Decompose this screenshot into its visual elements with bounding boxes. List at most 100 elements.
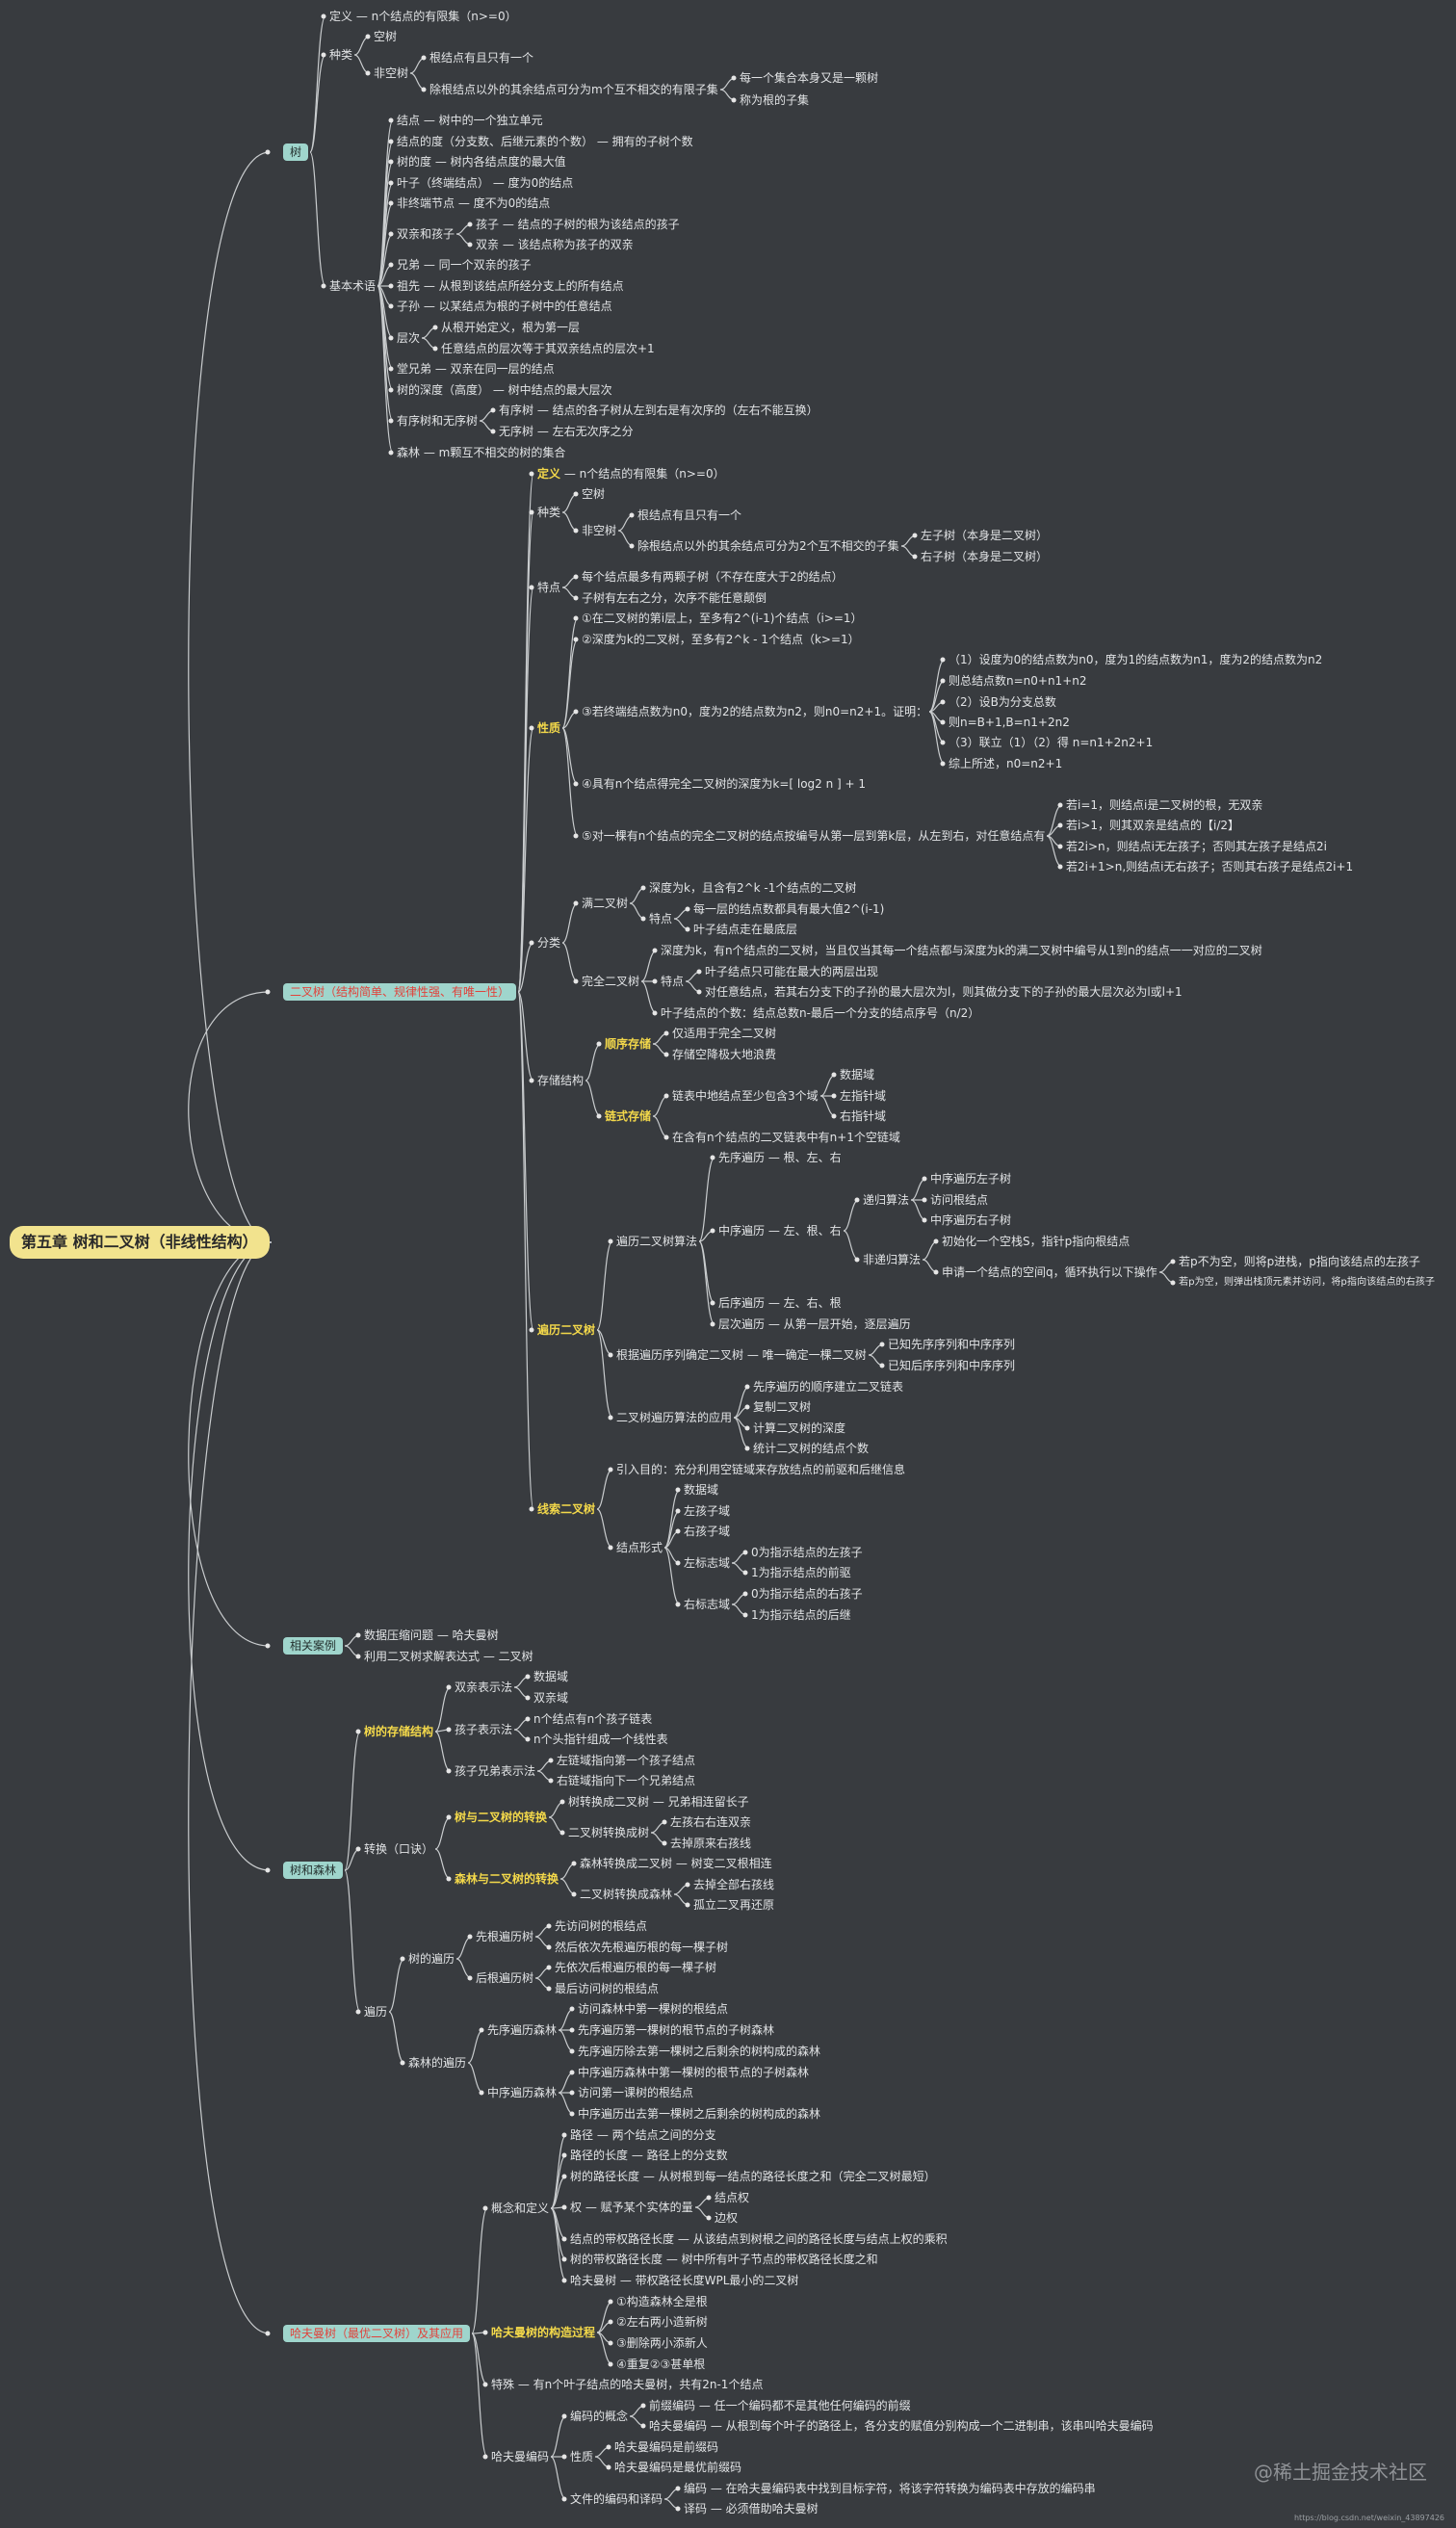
mindmap-node-d4: 前缀编码 — 任一个编码都不是其他任何编码的前缀 bbox=[649, 2398, 911, 2413]
node-label: 访问第一课树的根结点 bbox=[578, 2086, 694, 2099]
node-label: 有序树 — 结点的各子树从左到右是有次序的（左右不能互换） bbox=[499, 404, 819, 417]
node-bullet bbox=[606, 2444, 611, 2450]
connector-line bbox=[561, 639, 579, 729]
node-bullet bbox=[561, 2236, 567, 2242]
node-bullet bbox=[355, 1846, 361, 1852]
mindmap-node-d3: 路径的长度 — 路径上的分支数 bbox=[570, 2148, 728, 2163]
node-label: 访问森林中第一棵树的根结点 bbox=[578, 2002, 729, 2016]
node-label: 子树有左右之分，次序不能任意颠倒 bbox=[582, 591, 767, 605]
node-label: ③若终端结点数为n0，度为2的结点数为n2，则n0=n2+1。证明： bbox=[582, 705, 928, 718]
node-label: 从根开始定义，根为第一层 bbox=[441, 321, 581, 334]
mindmap-node-d5: 访问第一课树的根结点 bbox=[578, 2085, 693, 2100]
mindmap-node-d4: 左链域指向第一个孩子结点 bbox=[557, 1753, 695, 1768]
mindmap-node-d6: 申请一个结点的空间q，循环执行以下操作 bbox=[942, 1264, 1157, 1280]
node-label: 左子树（本身是二叉树） bbox=[921, 529, 1049, 542]
node-bullet bbox=[640, 916, 646, 922]
mindmap-node-d4: 中序遍历森林 bbox=[487, 2085, 557, 2100]
node-bullet bbox=[742, 1612, 748, 1618]
node-bullet bbox=[561, 2496, 567, 2502]
mindmap-node-d4: 若i>1，则其双亲是结点的【i/2】 bbox=[1066, 818, 1239, 833]
node-label: 相关案例 bbox=[290, 1639, 337, 1653]
mindmap-node-d4: 特点 bbox=[661, 974, 684, 989]
node-label: n个结点有n个孩子链表 bbox=[533, 1712, 653, 1726]
node-bullet bbox=[546, 1965, 552, 1970]
mindmap-node-d4: 孩子 — 结点的子树的根为该结点的孩子 bbox=[476, 217, 680, 232]
node-bullet bbox=[529, 1327, 534, 1333]
node-label: 对任意结点，若其右分支下的子孙的最大层次为l，则其做分支下的子孙的最大层次必为l… bbox=[705, 985, 1183, 999]
node-bullet bbox=[933, 1238, 939, 1244]
node-bullet bbox=[365, 34, 371, 39]
node-bullet bbox=[696, 989, 702, 995]
node-bullet bbox=[573, 900, 579, 906]
node-bullet bbox=[573, 709, 579, 715]
node-bullet bbox=[606, 2464, 611, 2470]
node-label: （2）设B为分支总数 bbox=[949, 695, 1056, 709]
node-label: 叶子结点的个数：结点总数n-最后一个分支的结点序号（n/2） bbox=[661, 1006, 980, 1020]
connector-line bbox=[517, 991, 534, 1082]
node-label: 根结点有且只有一个 bbox=[637, 508, 742, 522]
node-label: 递归算法 bbox=[863, 1193, 910, 1207]
mindmap-node-d2: 转换（口诀） bbox=[364, 1841, 433, 1857]
node-bullet bbox=[529, 1078, 534, 1083]
node-label: 深度为k，且含有2^k -1个结点的二叉树 bbox=[649, 881, 857, 895]
node-bullet bbox=[525, 1736, 531, 1742]
node-label: 结点形式 bbox=[616, 1541, 663, 1554]
node-bullet bbox=[388, 117, 394, 123]
node-bullet bbox=[467, 1975, 473, 1981]
mindmap-node-d4: 无序树 — 左右无次序之分 bbox=[499, 424, 634, 439]
node-bullet bbox=[446, 1876, 452, 1882]
node-bullet bbox=[548, 1778, 554, 1784]
node-bullet bbox=[652, 978, 658, 984]
mindmap-node-d3: 非空树 bbox=[374, 65, 408, 81]
node-label: 1为指示结点的前驱 bbox=[751, 1566, 851, 1579]
node-bullet bbox=[608, 1415, 613, 1420]
node-label: 森林转换成二叉树 — 树变二叉根相连 bbox=[580, 1857, 772, 1870]
node-bullet bbox=[321, 52, 326, 58]
node-label: ②深度为k的二叉树，至多有2^k - 1个结点（k>=1） bbox=[582, 633, 860, 646]
node-bullet bbox=[561, 2256, 567, 2262]
node-label: 空树 bbox=[582, 487, 606, 501]
node-label: 定义 — n个结点的有限集（n>=0） bbox=[329, 10, 517, 23]
mindmap-node-d4: 树转换成二叉树 — 兄弟相连留长子 bbox=[568, 1794, 749, 1810]
node-label: 先根遍历树 bbox=[476, 1930, 534, 1943]
node-bullet bbox=[710, 1300, 715, 1306]
node-bullet bbox=[388, 335, 394, 341]
node-label: 种类 bbox=[329, 48, 353, 62]
mindmap-node-d4: （2）设B为分支总数 bbox=[949, 694, 1056, 710]
node-bullet bbox=[388, 366, 394, 372]
mindmap-node-d4: 复制二叉树 bbox=[753, 1399, 811, 1415]
node-bullet bbox=[432, 325, 438, 330]
mindmap-node-d3: 堂兄弟 — 双亲在同一层的结点 bbox=[397, 361, 555, 377]
mindmap-node-d2: 存储结构 bbox=[537, 1073, 584, 1088]
mindmap-node-d4: 深度为k，有n个结点的二叉树，当且仅当其每一个结点都与深度为k的满二叉树中编号从… bbox=[661, 943, 1262, 958]
mindmap-node-d5: 中序遍历森林中第一棵树的根节点的子树森林 bbox=[578, 2065, 809, 2080]
mindmap-node-d6: 中序遍历右子树 bbox=[930, 1212, 1011, 1228]
node-bullet bbox=[559, 1830, 565, 1836]
node-bullet bbox=[640, 2403, 646, 2409]
mindmap-node-d2: 基本术语 bbox=[329, 278, 376, 294]
mindmap-node-d3: ③删除两小添新人 bbox=[616, 2335, 708, 2351]
node-bullet bbox=[744, 1404, 750, 1410]
node-bullet bbox=[490, 407, 496, 413]
node-bullet bbox=[854, 1257, 860, 1263]
node-label: 分类 bbox=[537, 936, 561, 950]
node-label: 树转换成二叉树 — 兄弟相连留长子 bbox=[568, 1795, 749, 1809]
node-suffix: — 唯一确定一棵二叉树 bbox=[743, 1348, 867, 1362]
node-bullet bbox=[663, 1134, 669, 1140]
mindmap-node-d4: 已知后序序列和中序序列 bbox=[888, 1358, 1015, 1373]
node-bullet bbox=[388, 159, 394, 165]
node-bullet bbox=[663, 1093, 669, 1099]
node-bullet bbox=[629, 543, 635, 549]
node-bullet bbox=[940, 719, 946, 725]
node-bullet bbox=[571, 1861, 577, 1866]
node-label: 叶子结点走在最底层 bbox=[693, 923, 798, 936]
node-bullet bbox=[675, 1528, 681, 1534]
mindmap-node-d3: 权 — 赋予某个实体的量 bbox=[570, 2200, 693, 2215]
node-label: 结点的度（分支数、后继元素的个数） — 拥有的子树个数 bbox=[397, 135, 693, 148]
node-bullet bbox=[490, 429, 496, 434]
node-label: 称为根的子集 bbox=[740, 93, 810, 107]
node-label: 叶子结点只可能在最大的两层出现 bbox=[705, 965, 879, 978]
node-bullet bbox=[652, 1010, 658, 1016]
node-bullet bbox=[388, 303, 394, 309]
connector-line bbox=[309, 151, 326, 287]
